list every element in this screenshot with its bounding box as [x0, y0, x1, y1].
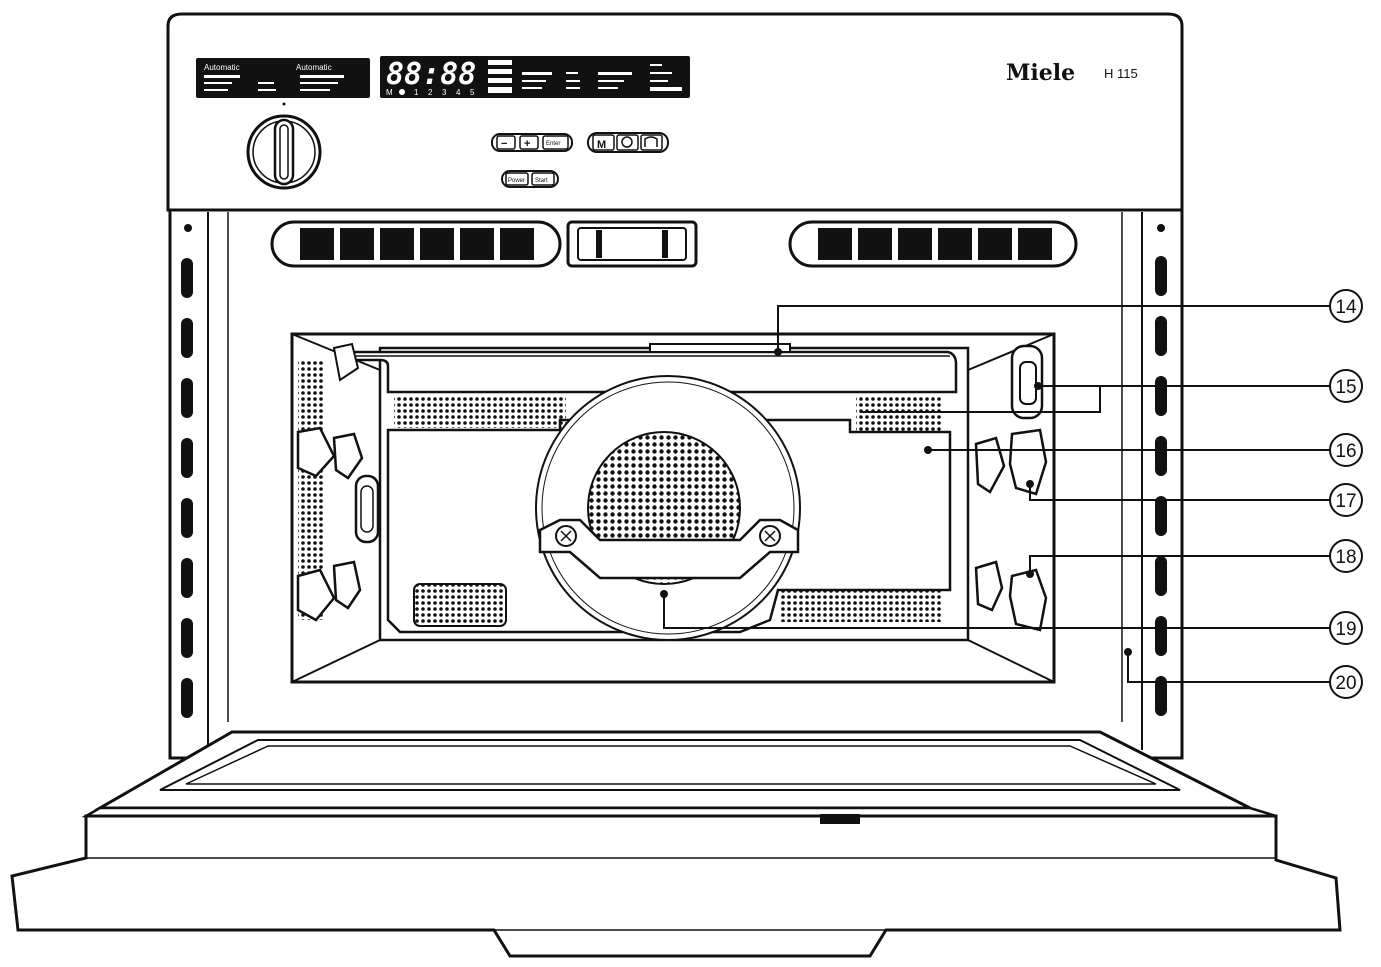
plus-button[interactable]: +	[519, 135, 539, 150]
fan-button[interactable]	[616, 134, 639, 151]
power-button[interactable]: Power	[505, 172, 529, 186]
callout-19: 19	[1329, 611, 1363, 645]
program-display-title-right: Automatic	[296, 63, 332, 72]
start-button[interactable]: Start	[531, 172, 555, 186]
shelf-support-right	[974, 428, 1048, 632]
scale-mark: 5	[470, 88, 475, 97]
power-button-label: Power	[508, 178, 525, 184]
callout-17: 17	[1329, 483, 1363, 517]
perforation-strip-bottom-right	[780, 590, 942, 622]
callout-20-number: 20	[1335, 673, 1356, 694]
microwave-button-label: M	[597, 139, 606, 151]
door-lock-slot	[566, 220, 698, 268]
selector-knob[interactable]	[246, 114, 322, 190]
perforation-strip-top-left	[394, 396, 566, 428]
scale-mark: 4	[456, 88, 461, 97]
callout-anchors	[660, 348, 1132, 656]
power-level-scale: M 1 2 3 4 5	[386, 88, 475, 97]
program-display-title-left: Automatic	[204, 63, 240, 72]
callout-18: 18	[1329, 539, 1363, 573]
minus-button[interactable]: −	[496, 135, 516, 150]
main-display: 88:88 M 1 2 3 4 5	[380, 56, 690, 98]
function-button-group: M	[587, 132, 669, 153]
air-vent-right	[788, 220, 1078, 268]
minus-button-label: −	[501, 138, 507, 150]
time-button-group: − + Enter	[491, 133, 573, 152]
control-panel: Automatic Automatic 88:88 M 1 2 3 4 5	[166, 12, 1184, 212]
time-readout: 88:88	[386, 57, 476, 92]
callout-20: 20	[1329, 665, 1363, 699]
callout-15-number: 15	[1335, 377, 1356, 398]
callout-18-number: 18	[1335, 547, 1356, 568]
brand-logo: Miele	[1006, 60, 1075, 86]
rear-panel	[386, 418, 952, 634]
callout-15: 15	[1329, 369, 1363, 403]
perforation-strip-bottom-left	[413, 583, 507, 627]
enter-button[interactable]: Enter	[542, 135, 569, 150]
start-button-label: Start	[535, 178, 548, 184]
shelf-support-left	[296, 426, 380, 622]
model-number: H 115	[1104, 66, 1138, 81]
program-display: Automatic Automatic	[196, 58, 370, 98]
enter-button-label: Enter	[546, 141, 560, 147]
grill-element	[332, 342, 958, 394]
svg-text:M: M	[386, 88, 393, 97]
scale-mark: 1	[414, 88, 419, 97]
perforation-strip-top-right	[856, 396, 942, 432]
callout-19-number: 19	[1335, 619, 1356, 640]
callout-14: 14	[1329, 289, 1363, 323]
callout-14-number: 14	[1335, 297, 1357, 318]
callout-leaders	[663, 305, 1330, 683]
grill-button[interactable]	[640, 134, 663, 151]
scale-mark: 2	[428, 88, 433, 97]
fan-icon	[621, 136, 633, 148]
callout-16-number: 16	[1335, 441, 1356, 462]
plus-button-label: +	[524, 138, 530, 150]
door-seal-left	[181, 224, 193, 718]
scale-mark: 3	[442, 88, 447, 97]
microwave-button[interactable]: M	[592, 134, 615, 151]
air-vent-left	[270, 220, 562, 268]
callout-17-number: 17	[1335, 491, 1356, 512]
door-seal-right	[1155, 224, 1167, 716]
oven-door[interactable]	[10, 730, 1342, 958]
grill-icon	[644, 136, 658, 147]
fan-cover	[535, 375, 801, 641]
oven-lamp	[1010, 344, 1044, 420]
start-stop-group: Power Start	[501, 170, 559, 188]
callout-16: 16	[1329, 433, 1363, 467]
